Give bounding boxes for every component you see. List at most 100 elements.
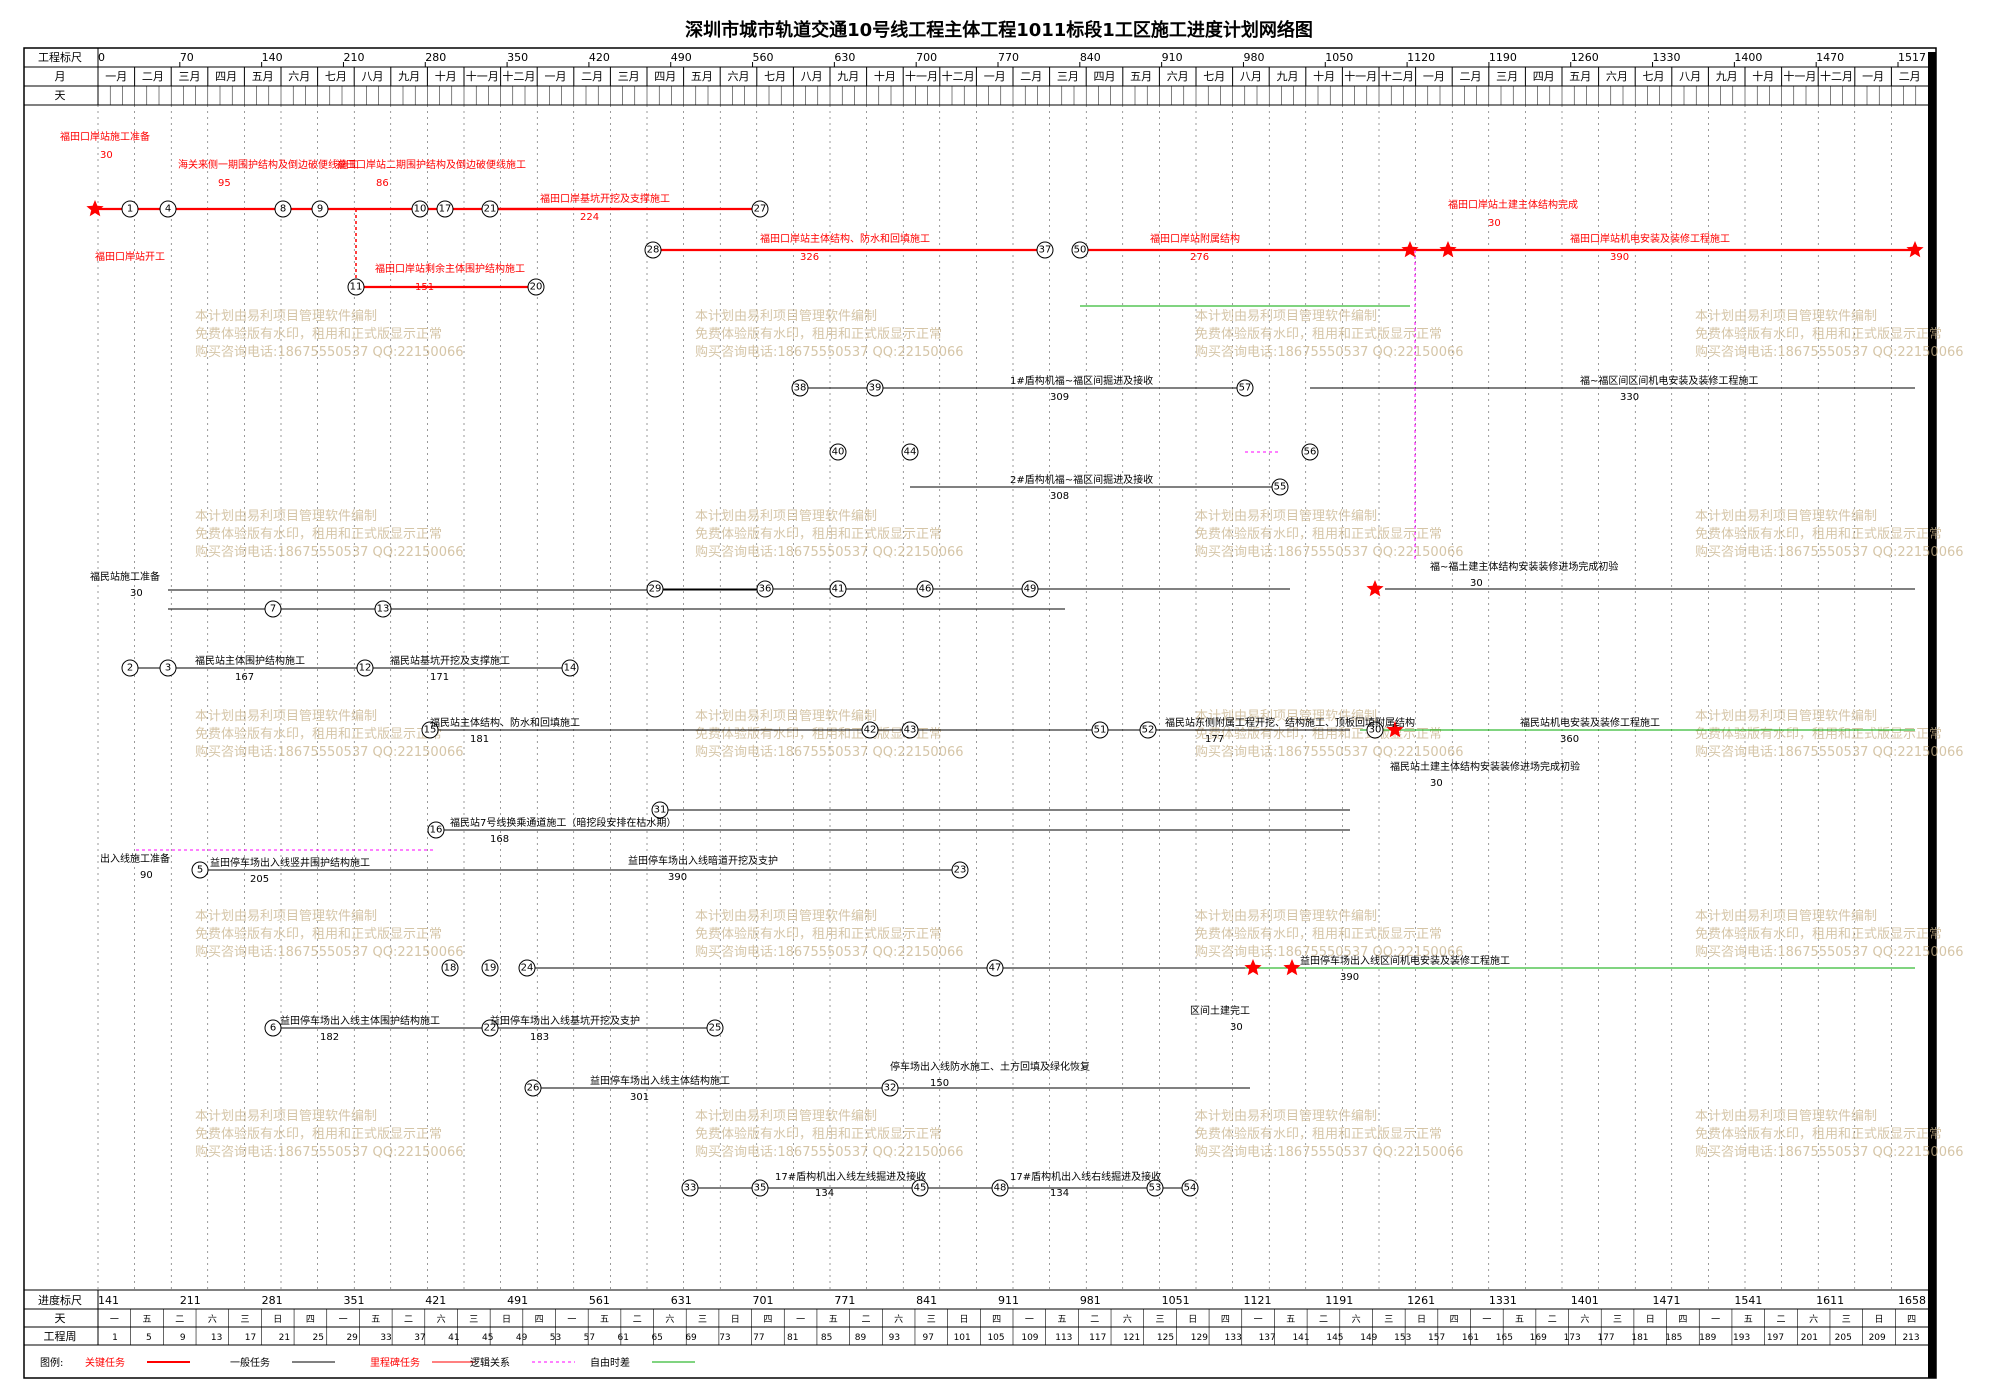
network-node[interactable]: 52 [1139,721,1157,739]
network-node[interactable]: 39 [866,379,884,397]
network-node[interactable]: 3 [159,659,177,677]
network-node[interactable]: 14 [561,659,579,677]
network-node[interactable]: 35 [751,1179,769,1197]
network-node[interactable]: 7 [264,600,282,618]
network-node[interactable]: 9 [311,200,329,218]
task-name: 福~福区间区间机电安装及装修工程施工 [1580,374,1758,387]
network-node[interactable]: 57 [1236,379,1254,397]
network-node[interactable]: 17 [436,200,454,218]
network-node[interactable]: 38 [791,379,809,397]
network-node[interactable]: 41 [829,580,847,598]
task-name: 停车场出入线防水施工、土方回填及绿化恢复 [890,1060,1090,1073]
network-node[interactable]: 1 [121,200,139,218]
network-node[interactable]: 22 [481,1019,499,1037]
network-node[interactable]: 32 [881,1079,899,1097]
network-node[interactable]: 50 [1071,241,1089,259]
scale-tick: 490 [671,51,692,64]
network-node[interactable]: 20 [527,278,545,296]
network-node[interactable]: 44 [901,443,919,461]
network-node[interactable]: 16 [427,821,445,839]
network-node[interactable]: 8 [274,200,292,218]
network-node[interactable]: 11 [347,278,365,296]
network-node[interactable]: 51 [1091,721,1109,739]
network-node[interactable]: 29 [646,580,664,598]
network-node[interactable]: 26 [524,1079,542,1097]
week-cell: 153 [1394,1333,1411,1343]
network-node[interactable]: 40 [829,443,847,461]
network-node[interactable]: 25 [706,1019,724,1037]
network-node[interactable]: 33 [681,1179,699,1197]
network-node[interactable]: 24 [518,959,536,977]
network-node[interactable]: 28 [644,241,662,259]
watermark-line-2: 免费体验版有水印，租用和正式版显示正常 [695,326,942,342]
network-node[interactable]: 5 [191,861,209,879]
network-node[interactable]: 37 [1036,241,1054,259]
network-node[interactable]: 47 [986,959,1004,977]
network-node[interactable]: 43 [901,721,919,739]
network-node[interactable]: 6 [264,1019,282,1037]
network-node[interactable]: 23 [951,861,969,879]
network-node[interactable]: 49 [1021,580,1039,598]
network-node[interactable]: 48 [991,1179,1009,1197]
network-node[interactable]: 10 [411,200,429,218]
month-cell: 三月 [618,70,640,83]
network-node[interactable]: 30 [1366,721,1384,739]
network-node[interactable]: 53 [1146,1179,1164,1197]
network-node[interactable]: 12 [356,659,374,677]
normal-task[interactable]: 福民站7号线换乘通道施工（暗挖段安排在枯水期）168 [450,816,676,845]
network-node[interactable]: 45 [911,1179,929,1197]
network-node[interactable]: 2 [121,659,139,677]
network-node[interactable]: 21 [481,200,499,218]
network-node[interactable]: 42 [861,721,879,739]
network-node[interactable]: 13 [374,600,392,618]
node-id: 51 [1094,725,1107,736]
network-node[interactable]: 15 [421,721,439,739]
month-cell: 六月 [288,70,310,83]
watermark-block: 本计划由易利项目管理软件编制免费体验版有水印，租用和正式版显示正常购买咨询电话:… [1195,509,1464,560]
network-node[interactable]: 18 [441,959,459,977]
node-circle [427,821,445,839]
network-node[interactable]: 55 [1271,478,1289,496]
network-node[interactable]: 54 [1181,1179,1199,1197]
network-node[interactable]: 56 [1301,443,1319,461]
network-node[interactable]: 4 [159,200,177,218]
network-node[interactable]: 27 [751,200,769,218]
network-node[interactable]: 31 [651,801,669,819]
network-node[interactable]: 19 [481,959,499,977]
network-node[interactable]: 46 [916,580,934,598]
network-node[interactable]: 36 [756,580,774,598]
